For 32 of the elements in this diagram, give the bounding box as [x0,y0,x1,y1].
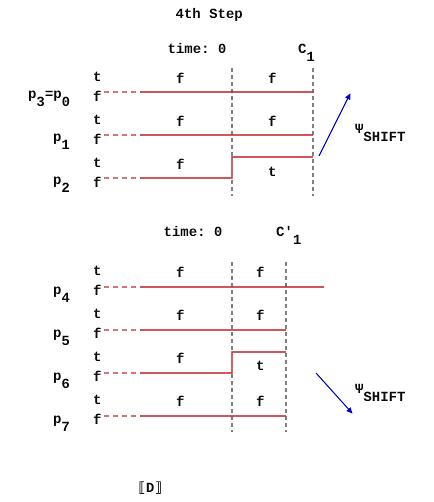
level-label: t [93,350,102,366]
level-label: f [93,327,102,343]
level-label: f [93,413,102,429]
value-label: f [176,158,184,174]
level-label: f [93,284,102,300]
level-label: f [93,90,102,106]
value-label: f [256,395,264,411]
title: 4th Step [176,7,243,23]
value-label: t [256,359,264,375]
value-label: f [268,115,276,131]
value-label: f [176,72,184,88]
level-label: f [93,370,102,386]
level-label: t [93,264,102,280]
time-label: time: 0 [164,225,222,241]
value-label: f [176,352,184,368]
value-label: f [268,72,276,88]
value-label: t [268,165,276,181]
value-label: f [256,266,264,282]
level-label: f [93,176,102,192]
level-label: t [93,393,102,409]
level-label: t [93,113,102,129]
value-label: f [176,266,184,282]
level-label: t [93,307,102,323]
level-label: t [93,70,102,86]
value-label: f [176,309,184,325]
level-label: f [93,133,102,149]
level-label: t [93,156,102,172]
semantic-bracket-label: ⟦D⟧ [138,481,163,497]
value-label: f [256,309,264,325]
value-label: f [176,115,184,131]
value-label: f [176,395,184,411]
time-label: time: 0 [168,42,226,58]
